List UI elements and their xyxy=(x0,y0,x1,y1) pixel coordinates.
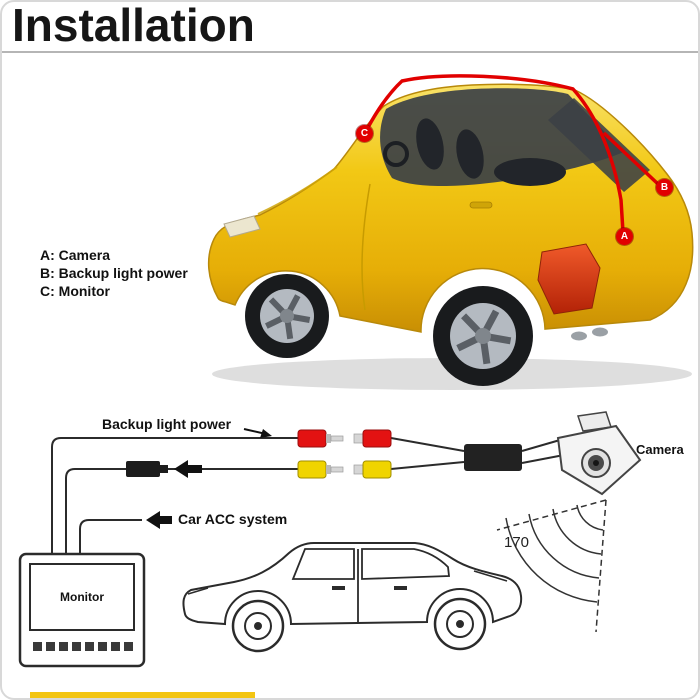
rca-red-pair xyxy=(297,429,392,448)
sedan-trunk-line xyxy=(473,570,508,582)
view-cone-edge xyxy=(595,499,607,633)
cable-box-to-camera xyxy=(521,454,565,464)
camera-label: Camera xyxy=(636,442,684,457)
car-rear-wheel xyxy=(433,286,533,386)
page-title: Installation xyxy=(12,0,255,51)
sedan-door-handle xyxy=(332,586,345,590)
rca-red-collar xyxy=(326,434,331,443)
sedan-door-handle xyxy=(394,586,407,590)
arrow-backup-icon xyxy=(243,428,272,438)
car-front-wheel xyxy=(245,274,329,358)
legend-item-backup-light-power: B: Backup light power xyxy=(40,265,188,281)
bottom-accent-strip xyxy=(30,692,255,698)
sedan-headlight-line xyxy=(187,587,209,595)
steering-wheel xyxy=(383,141,409,167)
car-door-handle xyxy=(469,201,493,209)
legend-item-monitor: C: Monitor xyxy=(40,283,110,299)
legend-item-camera: A: Camera xyxy=(40,247,111,263)
monitor-label: Monitor xyxy=(60,590,104,604)
rca-yellow-pin xyxy=(330,466,344,473)
view-cone-edge xyxy=(496,499,607,531)
sedan-front-window xyxy=(291,548,355,580)
monitor-screen xyxy=(29,563,135,631)
legend: A: Camera B: Backup light power C: Monit… xyxy=(40,246,188,300)
view-angle-arc xyxy=(552,508,602,555)
control-box xyxy=(464,444,522,471)
car-illustration xyxy=(207,74,694,390)
cable-av xyxy=(65,468,298,554)
car-rear-glass xyxy=(548,98,650,192)
power-plug xyxy=(126,461,168,477)
view-angle-label: 170 xyxy=(504,534,530,551)
rca-red-female xyxy=(362,429,392,448)
title-divider xyxy=(2,51,698,53)
marker-c-monitor: C xyxy=(356,125,373,142)
cables xyxy=(51,437,565,554)
car-exhaust-tip xyxy=(592,327,608,337)
car-door-line xyxy=(361,183,371,311)
camera-drawing xyxy=(556,411,642,496)
wire-route-branch xyxy=(603,132,660,186)
sedan-rear-wheel-hub xyxy=(456,620,464,628)
car-headlight xyxy=(223,215,261,238)
car-taillight xyxy=(537,243,601,315)
arrow-left-acc-icon xyxy=(146,511,172,529)
rca-yellow-socket-sleeve xyxy=(353,464,364,475)
rca-yellow-pair xyxy=(297,460,392,479)
sedan-front-wheel-hub xyxy=(254,622,262,630)
arrow-left-plug-icon xyxy=(174,460,202,478)
car-hood-crease xyxy=(257,166,338,215)
car-acc-system-label: Car ACC system xyxy=(178,511,288,527)
rca-yellow-female xyxy=(362,460,392,479)
cable-video xyxy=(51,437,298,554)
view-cone xyxy=(496,499,607,633)
sedan-rear-window xyxy=(361,548,451,580)
monitor-buttons xyxy=(33,642,133,651)
car-exhaust-tip xyxy=(571,331,587,341)
backup-light-power-label: Backup light power xyxy=(102,416,232,432)
rca-red-socket-sleeve xyxy=(353,433,364,444)
cable-yellow-to-box xyxy=(390,461,465,470)
monitor-drawing xyxy=(18,552,146,668)
rca-yellow-male xyxy=(297,460,327,479)
view-angle-arc xyxy=(576,504,604,531)
view-angle-arc xyxy=(528,513,600,579)
sedan-lineart xyxy=(182,542,523,653)
marker-a-camera: A xyxy=(616,228,633,245)
view-angle-arc xyxy=(505,517,598,603)
rca-red-male xyxy=(297,429,327,448)
cable-acc xyxy=(79,519,142,554)
car-rear-bench xyxy=(494,158,566,186)
car-seat-passenger xyxy=(456,129,484,179)
rca-red-pin xyxy=(330,435,344,442)
camera-lens-center xyxy=(593,460,599,466)
cable-box-to-camera xyxy=(521,439,561,452)
cable-red-to-box xyxy=(390,437,465,452)
car-seat-driver xyxy=(416,118,444,170)
wire-route-path xyxy=(363,74,625,234)
rca-yellow-collar xyxy=(326,465,331,474)
marker-b-backup-light: B xyxy=(656,179,673,196)
